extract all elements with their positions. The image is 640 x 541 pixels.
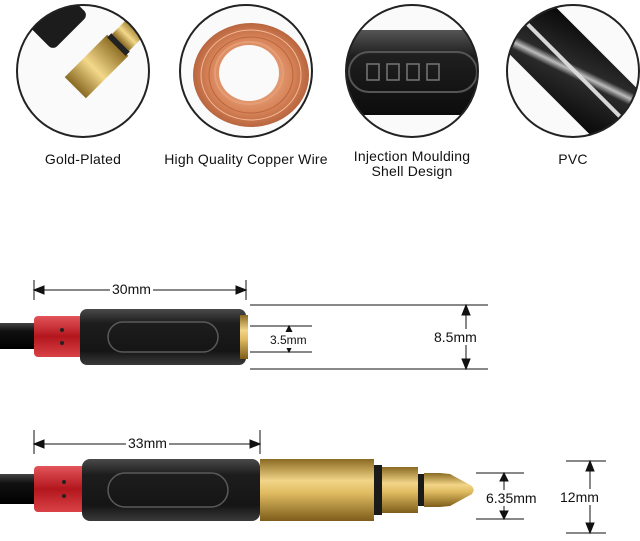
feature-injection-moulding: Injection Moulding Shell Design — [337, 0, 487, 200]
feature-label-line-1: Injection Moulding — [353, 148, 471, 164]
gold-plug-icon — [16, 4, 150, 138]
copper-coil-icon — [179, 4, 313, 138]
female-outer-diameter-label: 8.5mm — [432, 329, 479, 345]
feature-copper-wire: High Quality Copper Wire — [164, 0, 328, 200]
male-connector — [0, 459, 474, 521]
feature-label-line-2: Shell Design — [371, 163, 453, 179]
feature-gold-plated: Gold-Plated — [8, 0, 158, 200]
feature-label: Gold-Plated — [44, 151, 122, 167]
male-plug-diameter-label: 6.35mm — [484, 490, 539, 506]
male-outer-diameter-label: 12mm — [558, 489, 601, 505]
male-length-label: 33mm — [126, 435, 169, 451]
female-length-label: 30mm — [110, 281, 153, 297]
feature-pvc: PVC — [498, 0, 640, 200]
feature-label: PVC — [558, 151, 588, 167]
female-inner-diameter-label: 3.5mm — [268, 332, 309, 348]
female-connector — [0, 309, 248, 365]
pvc-cable-icon — [506, 4, 640, 138]
molded-shell-icon — [345, 4, 479, 138]
female-inner-dimension — [250, 324, 312, 354]
feature-label: High Quality Copper Wire — [164, 151, 328, 167]
